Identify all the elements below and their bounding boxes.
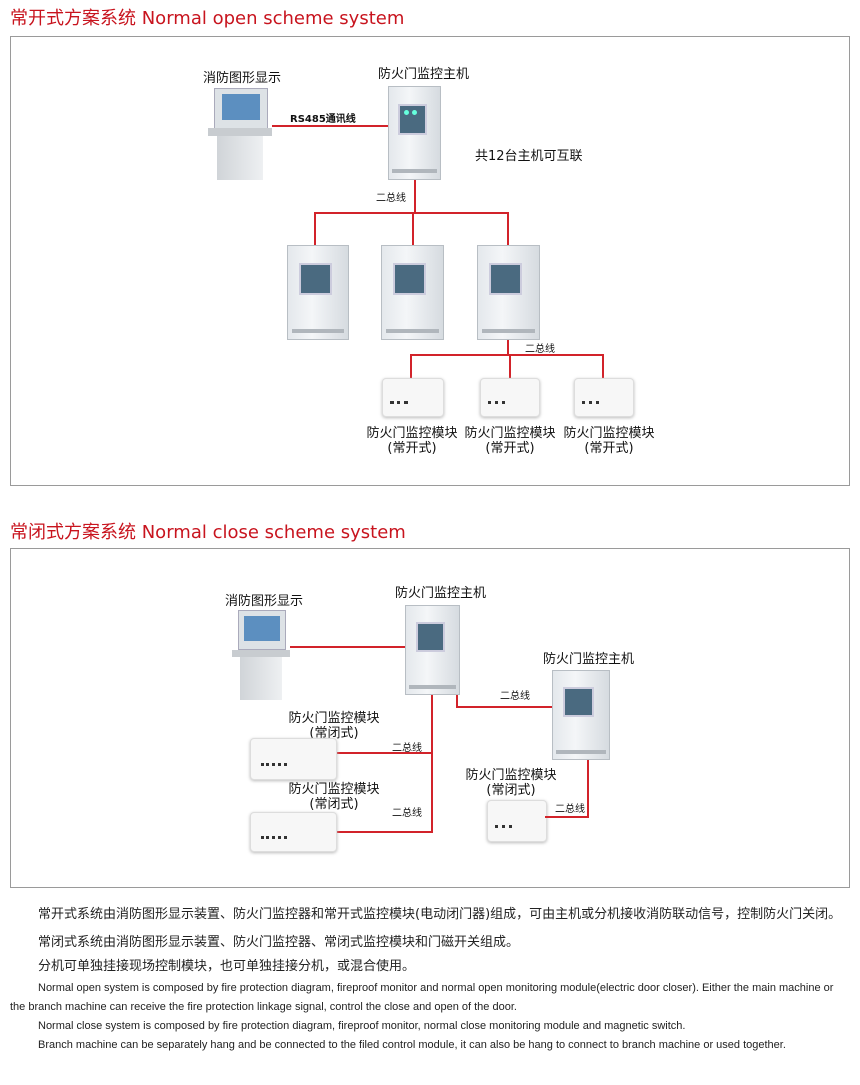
module-label: 防火门监控模块(常闭式) xyxy=(288,782,380,812)
description-en: Normal close system is composed by fire … xyxy=(38,1020,686,1032)
description: 常开式系统由消防图形显示装置、防火门监控器和常开式监控模块(电动闭门器)组成，可… xyxy=(10,903,850,1055)
bus-label: 二总线 xyxy=(525,344,555,355)
graphic-display-terminal xyxy=(232,610,290,700)
monitor-module xyxy=(250,812,337,852)
monitor-module xyxy=(487,800,547,842)
bus-label: 二总线 xyxy=(555,804,585,815)
branch-cabinet xyxy=(477,245,540,340)
bus-label: 二总线 xyxy=(500,691,530,702)
description-cn: 常闭式系统由消防图形显示装置、防火门监控器、常闭式监控模块和门磁开关组成。 xyxy=(38,935,520,950)
module-label: 防火门监控模块(常开式) xyxy=(563,426,655,456)
open-scheme-title: 常开式方案系统 Normal open scheme system xyxy=(10,8,405,29)
module-label: 防火门监控模块(常开式) xyxy=(464,426,556,456)
bus-label: 二总线 xyxy=(376,193,406,204)
graphic-display-terminal xyxy=(208,88,272,180)
branch-cabinet xyxy=(287,245,349,340)
description-cn: 分机可单独挂接现场控制模块，也可单独挂接分机，或混合使用。 xyxy=(38,959,416,974)
display-label: 消防图形显示 xyxy=(203,71,282,86)
module-label: 防火门监控模块(常闭式) xyxy=(465,768,557,798)
main-host-cabinet xyxy=(388,86,441,180)
module-label: 防火门监控模块(常开式) xyxy=(366,426,458,456)
host-label: 防火门监控主机 xyxy=(378,67,470,82)
interconnect-label: 共12台主机可互联 xyxy=(475,149,583,164)
module-label: 防火门监控模块(常闭式) xyxy=(288,711,380,741)
monitor-module xyxy=(574,378,634,417)
monitor-module xyxy=(250,738,337,780)
host-label: 防火门监控主机 xyxy=(395,586,487,601)
bus-label: 二总线 xyxy=(392,808,422,819)
bus-label: 二总线 xyxy=(392,743,422,754)
monitor-module xyxy=(382,378,444,417)
branch-cabinet xyxy=(381,245,444,340)
branch-host-cabinet xyxy=(552,670,610,760)
description-cn: 常开式系统由消防图形显示装置、防火门监控器和常开式监控模块(电动闭门器)组成，可… xyxy=(38,907,842,922)
display-label: 消防图形显示 xyxy=(225,594,304,609)
host-label: 防火门监控主机 xyxy=(543,652,635,667)
close-scheme-title: 常闭式方案系统 Normal close scheme system xyxy=(10,522,406,543)
description-en: Normal open system is composed by fire p… xyxy=(10,982,834,1013)
monitor-module xyxy=(480,378,540,417)
main-host-cabinet xyxy=(405,605,460,695)
description-en: Branch machine can be separately hang an… xyxy=(38,1039,786,1051)
rs485-label: RS485通讯线 xyxy=(290,114,356,125)
